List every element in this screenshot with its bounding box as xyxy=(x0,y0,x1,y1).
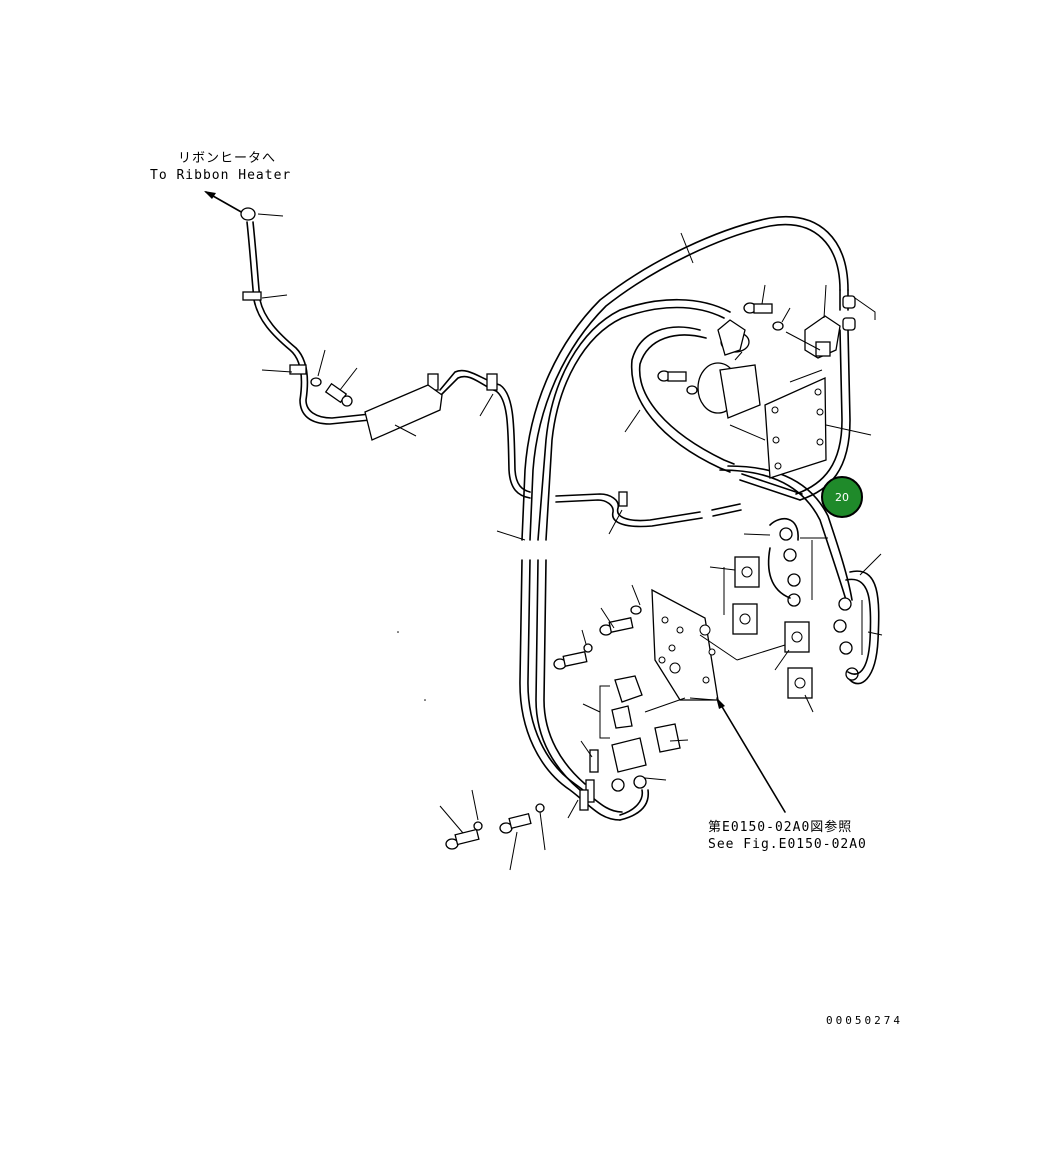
lower-connectors xyxy=(579,749,649,821)
upper-bolt-1 xyxy=(743,302,773,314)
callout-number: 20 xyxy=(835,491,849,504)
small-relay-2 xyxy=(611,705,633,729)
speck xyxy=(424,699,426,701)
speck xyxy=(397,631,399,633)
drawing-number: 00050274 xyxy=(826,1014,903,1027)
bottom-bolt-1 xyxy=(445,821,483,850)
relay-top-right xyxy=(785,315,841,359)
left-bolt xyxy=(310,377,353,407)
upper-mounting-plate xyxy=(729,369,827,479)
bracket-bolt-1 xyxy=(599,605,642,636)
bottom-bolt-2 xyxy=(499,803,545,834)
connector-block-4 xyxy=(787,667,813,699)
reference-label-en: See Fig.E0150-02A0 xyxy=(708,837,867,852)
main-harness-loop xyxy=(519,215,849,821)
upper-bolt-2 xyxy=(657,370,698,395)
ribbon-heater-label-jp: リボンヒータへ xyxy=(178,151,276,166)
callout-marker[interactable]: 20 xyxy=(821,476,863,518)
small-relay-1 xyxy=(614,675,643,703)
ribbon-heater-arrow xyxy=(204,191,244,214)
upper-washer xyxy=(772,321,784,331)
relay-harness xyxy=(630,326,853,601)
connector-block-1 xyxy=(734,556,760,588)
relay-group-bracket xyxy=(599,685,610,739)
ribbon-heater-label-en: To Ribbon Heater xyxy=(150,168,291,183)
small-relay-4 xyxy=(654,723,681,753)
reference-label-jp: 第E0150-02A0図参照 xyxy=(708,819,852,835)
socket-assembly xyxy=(697,319,761,419)
connector-pins xyxy=(767,517,880,685)
lower-bracket xyxy=(651,588,719,701)
connector-block-2 xyxy=(732,603,758,635)
connector-block-3 xyxy=(784,621,810,653)
leader-lines xyxy=(257,213,883,871)
upper-right-harness xyxy=(795,289,876,501)
heat-protector-sleeve xyxy=(364,384,443,441)
bracket-bolt-2 xyxy=(553,643,593,670)
ribbon-heater-harness xyxy=(240,207,742,528)
small-relay-3 xyxy=(611,737,647,773)
reference-arrow xyxy=(716,697,786,813)
